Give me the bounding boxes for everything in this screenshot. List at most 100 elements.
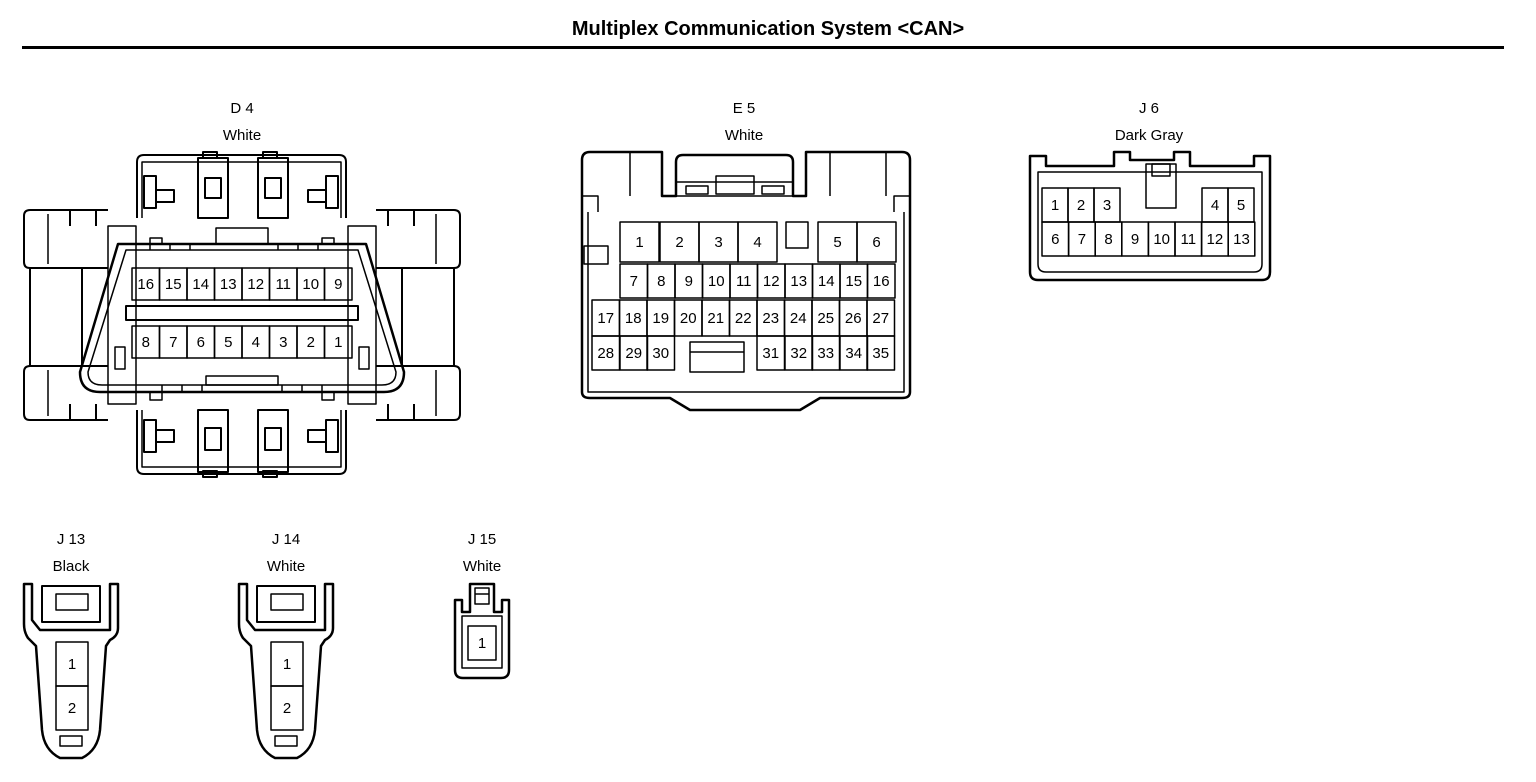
e5-pin-7: 7 [630,273,638,290]
e5-pin-21: 21 [707,310,724,327]
e5-pin-4-cell [737,221,778,263]
j14-pin-1: 1 [283,656,291,673]
j6-pin-2: 2 [1077,197,1085,214]
e5-pin-16-cell [866,263,896,299]
j6-pin-12: 12 [1207,231,1224,248]
d4-pin-15: 15 [165,276,182,293]
connector-j14: 12 [237,582,335,760]
d4-pin-9-cell [323,267,353,301]
connector-d4: 16 15 14 13 12 11 10 9 8 7 6 5 4 3 2 1 [23,151,461,478]
j15-pin-1-cell [467,625,497,661]
e5-pin-27: 27 [872,310,889,327]
d4-pin-6: 6 [197,334,205,351]
d4-pin-2: 2 [307,334,315,351]
e5-pin-35-cell [866,335,896,371]
e5-pin-19: 19 [652,310,669,327]
d4-pin-4: 4 [252,334,260,351]
d4-pin-1: 1 [334,334,342,351]
j15-pin-group: 1 [467,625,497,661]
d4-pin-10: 10 [302,276,319,293]
connector-j14-color: White [266,558,306,575]
connector-j13-color: Black [52,558,90,575]
e5-pin-6-cell [856,221,897,263]
connector-j13-code: J 13 [56,531,86,548]
e5-pin-30-cell [646,335,676,371]
title-rule [22,46,1504,49]
d4-pin-3: 3 [279,334,287,351]
j13-pin-1: 1 [68,656,76,673]
j6-pin-4: 4 [1211,197,1219,214]
d4-pin-group: 16 15 14 13 12 11 10 9 8 7 6 5 4 3 2 1 [131,267,353,359]
d4-pin-13: 13 [220,276,237,293]
d4-pin-5: 5 [224,334,232,351]
j6-pin-13-cell [1227,221,1256,257]
e5-pin-16: 16 [873,273,890,290]
connector-e5-code: E 5 [732,100,756,117]
e5-pin-29: 29 [625,345,642,362]
connector-e5-color: White [724,127,764,144]
e5-pin-22: 22 [735,310,752,327]
j14-pin-group: 12 [270,641,304,731]
j6-pin-5: 5 [1237,197,1245,214]
e5-pin-23: 23 [762,310,779,327]
connector-j15-code: J 15 [467,531,497,548]
connector-j6-color: Dark Gray [1114,127,1184,144]
e5-pin-34: 34 [845,345,862,362]
e5-pin-15: 15 [845,273,862,290]
d4-pin-11: 11 [275,276,291,293]
e5-pin-33: 33 [817,345,834,362]
e5-pin-4: 4 [753,234,761,251]
connector-j6-code: J 6 [1138,100,1159,117]
e5-pin-31: 31 [762,345,779,362]
e5-pin-12: 12 [763,273,780,290]
j6-pin-10: 10 [1153,231,1170,248]
e5-pin-11: 11 [736,273,752,290]
j15-pin-1: 1 [478,635,486,652]
connector-d4-code: D 4 [230,100,254,117]
e5-pin-5: 5 [833,234,841,251]
j6-pin-8: 8 [1104,231,1112,248]
e5-pin-25: 25 [817,310,834,327]
e5-pin-3: 3 [714,234,722,251]
j13-pin-2: 2 [68,700,76,717]
j6-pin-9: 9 [1131,231,1139,248]
e5-pin-6: 6 [872,234,880,251]
d4-pin-8: 8 [142,334,150,351]
e5-pin-35: 35 [872,345,889,362]
e5-pin-30: 30 [652,345,669,362]
j6-pin-13: 13 [1233,231,1250,248]
j6-pin-11: 11 [1181,231,1197,248]
e5-pin-20: 20 [680,310,697,327]
j13-pin-group: 12 [55,641,89,731]
j6-pin-1: 1 [1051,197,1059,214]
j6-pin-6: 6 [1051,231,1059,248]
e5-pin-28: 28 [597,345,614,362]
j14-pin-2-cell [270,685,304,731]
d4-pin-12: 12 [247,276,264,293]
e5-pin-32: 32 [790,345,807,362]
d4-pin-7: 7 [169,334,177,351]
connector-j14-code: J 14 [271,531,301,548]
j13-pin-2-cell [55,685,89,731]
e5-pin-9: 9 [685,273,693,290]
j6-pin-7: 7 [1078,231,1086,248]
connector-j15-color: White [462,558,502,575]
connector-j13: 12 [22,582,120,760]
page-title: Multiplex Communication System <CAN> [571,18,965,40]
connector-d4-color: White [222,127,262,144]
e5-pin-1-cell [619,221,660,263]
e5-pin-26: 26 [845,310,862,327]
e5-pin-2: 2 [675,234,683,251]
j6-pin-3: 3 [1103,197,1111,214]
d4-pin-9: 9 [334,276,342,293]
j14-pin-2: 2 [283,700,291,717]
d4-pin-14: 14 [192,276,209,293]
d4-pin-1-cell [323,325,353,359]
d4-pin-16: 16 [137,276,154,293]
e5-pin-18: 18 [625,310,642,327]
